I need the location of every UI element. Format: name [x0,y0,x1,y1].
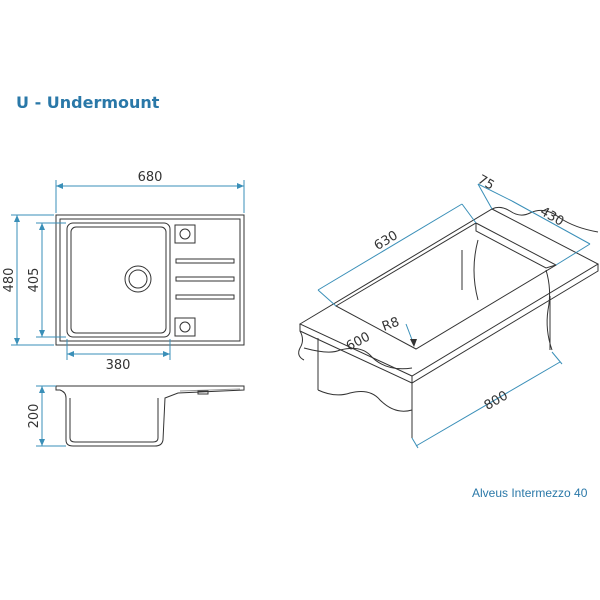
product-caption: Alveus Intermezzo 40 [472,486,588,500]
tap-hole-top-circle [179,228,191,240]
dim-label-800: 800 [482,388,511,413]
dim-top-height: 480 [2,214,54,346]
dim-label-200: 200 [27,404,42,429]
sink-outline [55,214,245,346]
radius-callout: R8 [380,315,417,347]
bowl-inner [70,226,167,334]
dim-label-75: 75 [475,172,497,193]
drainer-groove-3 [175,294,235,300]
dim-label-430: 430 [537,204,566,229]
dim-label-680: 680 [138,170,163,185]
dim-depth: 200 [27,385,66,447]
sink-side-section [55,385,245,447]
isometric-cutout [298,206,600,438]
drain-outer [124,265,152,293]
dim-bowl-width: 380 [66,339,171,373]
page-title: U - Undermount [16,93,160,112]
bowl-outline [66,222,171,338]
dim-label-405: 405 [27,268,42,293]
dim-cabinet-width: 800 [411,351,563,449]
dim-bowl-height: 405 [27,222,66,338]
dim-label-380: 380 [106,358,131,373]
drainer-groove-1 [175,258,235,264]
sink-top-view [55,214,245,346]
drain-inner [128,269,148,289]
tap-hole-top [174,224,196,244]
dim-label-480: 480 [2,268,17,293]
dim-overhang: 75 [475,172,513,210]
sink-inner-rim [59,218,241,342]
dim-label-r8: R8 [380,315,401,335]
dim-top-width: 680 [55,170,245,213]
section-inner [69,398,159,443]
section-outline [55,385,245,447]
tap-hole-bottom [174,317,196,337]
drainer-groove-2 [175,276,235,282]
tap-hole-bottom-circle [179,321,191,333]
dim-label-630: 630 [372,228,401,254]
